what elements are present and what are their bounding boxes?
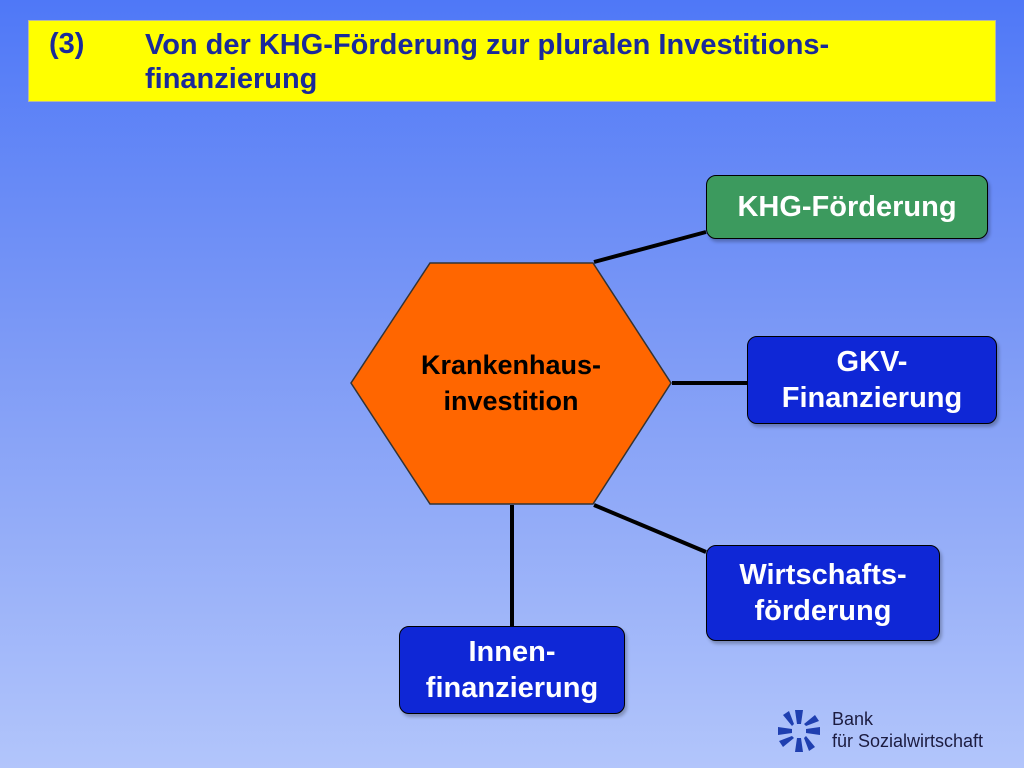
wirtschaft-label: Wirtschafts- förderung (739, 557, 906, 629)
title-number: (3) (49, 28, 85, 60)
title-line-1: Von der KHG-Förderung zur pluralen Inves… (145, 29, 830, 61)
hexagon-shape (350, 262, 672, 505)
center-hexagon: Krankenhaus- investition (350, 262, 672, 505)
connector-wirtschaft (593, 503, 707, 554)
logo-mark-icon (778, 710, 820, 752)
gkv-label: GKV- Finanzierung (782, 344, 962, 416)
gkv-label-line-2: Finanzierung (781, 382, 963, 414)
innen-label: Innen- finanzierung (426, 634, 598, 706)
khg-label: KHG-Förderung (737, 191, 957, 223)
logo-text: Bank für Sozialwirtschaft (832, 708, 983, 752)
innen-label-line-2: finanzierung (425, 672, 599, 704)
wirtschaftsfoerderung-box: Wirtschafts- förderung (706, 545, 940, 641)
center-label-line-1: Krankenhaus- (420, 349, 602, 380)
innenfinanzierung-box: Innen- finanzierung (399, 626, 625, 714)
logo-line-1: Bank (832, 709, 874, 729)
title-line-2: finanzierung (145, 63, 318, 95)
title-bar: (3) Von der KHG-Förderung zur pluralen I… (28, 20, 996, 102)
bank-logo: Bank für Sozialwirtschaft (776, 708, 1006, 754)
wirtschaft-label-line-2: förderung (754, 595, 892, 627)
connector-khg (593, 230, 707, 264)
center-label-line-2: investition (443, 385, 579, 416)
logo-line-2: für Sozialwirtschaft (832, 731, 984, 751)
gkv-finanzierung-box: GKV- Finanzierung (747, 336, 997, 424)
khg-foerderung-box: KHG-Förderung (706, 175, 988, 239)
wirtschaft-label-line-1: Wirtschafts- (739, 559, 907, 591)
center-label: Krankenhaus- investition (421, 347, 601, 419)
gkv-label-line-1: GKV- (836, 346, 908, 378)
slide-title: Von der KHG-Förderung zur pluralen Inves… (145, 28, 965, 96)
innen-label-line-1: Innen- (468, 636, 556, 668)
